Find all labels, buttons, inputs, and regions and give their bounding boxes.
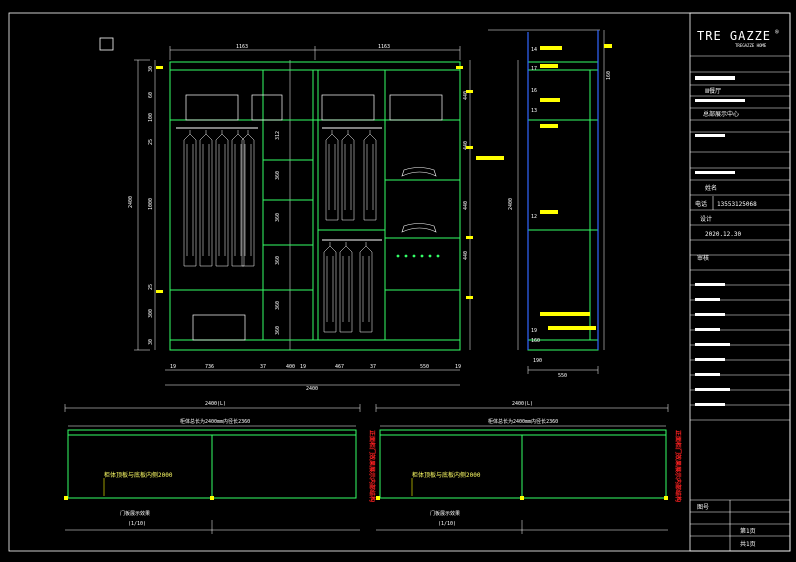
tb-date: 2020.12.30 <box>705 231 742 238</box>
tb-phone-label: 电话 <box>695 200 707 208</box>
tb-check-label: 审核 <box>697 254 709 262</box>
dim-left-part: 25 <box>148 284 154 290</box>
hanging-garment <box>215 130 229 267</box>
hanging-garment <box>341 130 355 221</box>
dim-bottom-part: 37 <box>260 364 266 370</box>
side-section: 14 17 16 13 12 19 160 190 550 160 2400 <box>476 29 612 379</box>
dim-left-part: 25 <box>148 139 154 145</box>
dim-top-left: 1163 <box>236 44 248 50</box>
hanging-garment <box>231 130 245 267</box>
brand-logo: TRE GAZZE <box>697 29 771 43</box>
plan-left-width: 2400(L) <box>205 401 226 407</box>
tb-store: 总部展示中心 <box>703 110 739 118</box>
plan-right-inner: 柜体顶板与底板内侧2000 <box>412 471 481 479</box>
side-dim-3: 16 <box>531 88 537 94</box>
hanging-garment <box>183 130 197 267</box>
plan-left-note: 柜体总长为2400mm内径长2360 <box>180 418 250 425</box>
dim-mid-part: 360 <box>275 256 281 265</box>
side-dim-depth: 550 <box>558 373 567 379</box>
tb-design-label: 设计 <box>700 215 712 223</box>
side-dim-4: 13 <box>531 108 537 114</box>
dim-mid-part: 360 <box>275 171 281 180</box>
dim-right-part: 440 <box>463 201 469 210</box>
dim-mid-part: 360 <box>275 301 281 310</box>
side-dim-1: 14 <box>531 47 537 53</box>
hanging-garment <box>325 130 339 221</box>
hanging-garment <box>199 130 213 267</box>
dim-bottom-part: 550 <box>420 364 429 370</box>
front-elevation: 1163 1163 2400 2400 19 736 37 400 19 467 37 550… <box>128 44 473 392</box>
side-dim-5: 12 <box>531 214 537 220</box>
dim-bottom-part: 19 <box>300 364 306 370</box>
plan-view-right: 2400(L) 柜体总长为2400mm内径长2360 柜体顶板与底板内侧2000… <box>375 401 682 534</box>
tb-drawing-label: 图号 <box>697 504 709 511</box>
tb-room: Ⅲ餐厅 <box>705 87 721 95</box>
title-block: TRE GAZZE ® TREGAZZE HOME <box>689 12 791 552</box>
plan-left-inner: 柜体顶板与底板内侧2000 <box>104 471 173 479</box>
plan-right-note: 柜体总长为2400mm内径长2360 <box>488 418 558 425</box>
dim-bottom-part: 19 <box>455 364 461 370</box>
side-dim-top: 160 <box>606 71 612 80</box>
dim-right-part: 440 <box>463 91 469 100</box>
plan-left-caption: 门板展示效果 <box>120 510 150 517</box>
dim-bottom-part: 467 <box>335 364 344 370</box>
dim-bottom-total: 2400 <box>306 386 318 392</box>
dim-right-part: 440 <box>463 251 469 260</box>
hanging-garment <box>359 242 373 333</box>
side-dim-8: 190 <box>533 358 542 364</box>
brand-reg-mark: ® <box>775 29 779 36</box>
side-dim-7: 160 <box>531 338 540 344</box>
dim-bottom-part: 37 <box>370 364 376 370</box>
dim-mid-part: 360 <box>275 326 281 335</box>
hanging-garment <box>323 242 337 333</box>
hanging-garment <box>241 130 255 267</box>
dim-bottom-part: 736 <box>205 364 214 370</box>
dim-left-height: 2400 <box>128 196 134 208</box>
side-dim-2: 17 <box>531 66 537 72</box>
hanging-garment <box>363 130 377 221</box>
dim-bottom-part: 19 <box>170 364 176 370</box>
dim-right-part: 440 <box>463 141 469 150</box>
tb-phone: 13553125068 <box>717 201 757 208</box>
plan-right-width: 2400(L) <box>512 401 533 407</box>
plan-left-side-note: 正面柜门效果展示内部结构 <box>368 430 376 502</box>
dim-left-part: 30 <box>148 339 154 345</box>
dim-left-part: 300 <box>148 309 154 318</box>
plan-right-side-note: 正面柜门效果展示内部结构 <box>674 430 682 502</box>
tb-sheet-b: 共1页 <box>740 540 756 548</box>
dim-mid-part: 312 <box>275 131 281 140</box>
dim-left-part: 1000 <box>148 198 154 210</box>
drawing-border <box>8 12 791 552</box>
dim-left-part: 30 <box>148 66 154 72</box>
tb-sheet-a: 第1页 <box>740 527 756 535</box>
dim-mid-part: 360 <box>275 213 281 222</box>
side-dim-height: 2400 <box>508 198 514 210</box>
plan-right-caption: 门板展示效果 <box>430 510 460 517</box>
dim-left-part: 60 <box>148 92 154 98</box>
plan-view-left: 2400(L) 柜体总长为2400mm内径长2360 柜体顶板与底板内侧2000… <box>64 401 376 534</box>
dim-left-part: 100 <box>148 113 154 122</box>
dim-bottom-part: 400 <box>286 364 295 370</box>
plan-right-scale: (1/10) <box>438 521 456 527</box>
dim-top-right: 1163 <box>378 44 390 50</box>
marker-square <box>99 37 114 51</box>
hanging-garment <box>339 242 353 333</box>
brand-subtitle: TREGAZZE HOME <box>735 43 767 48</box>
plan-left-scale: (1/10) <box>128 521 146 527</box>
side-dim-6: 19 <box>531 328 537 334</box>
tb-name-label: 姓名 <box>705 184 717 192</box>
